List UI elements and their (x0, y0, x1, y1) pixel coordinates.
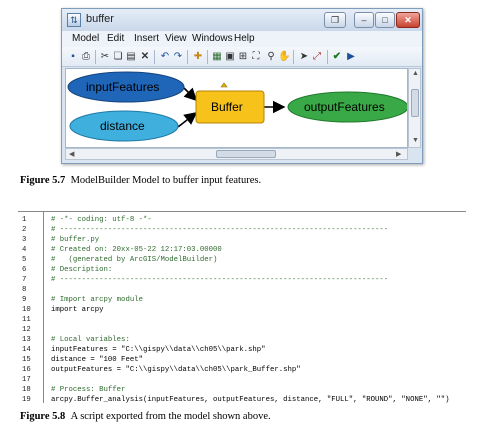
figure-5-7-label: Figure 5.7 (20, 175, 66, 186)
paste-icon[interactable]: ▤ (126, 51, 136, 62)
menu-view[interactable]: View (165, 33, 187, 44)
menu-help[interactable]: Help (234, 33, 255, 44)
undo-icon[interactable]: ↶ (160, 51, 170, 62)
cut-icon[interactable]: ✂ (100, 51, 110, 62)
maximize-button[interactable]: □ (375, 12, 395, 28)
output-features-node[interactable] (287, 91, 408, 123)
pan-icon[interactable]: ✋ (278, 51, 291, 62)
line-number: 8 (22, 286, 27, 294)
line-number: 11 (22, 316, 31, 324)
distance-connector (177, 112, 198, 128)
tool-wrench-icon (220, 82, 228, 88)
scroll-left-icon[interactable]: ◀ (69, 151, 75, 158)
code-line: arcpy.Buffer_analysis(inputFeatures, out… (51, 396, 450, 404)
scroll-down-icon[interactable]: ▼ (412, 137, 419, 144)
figure-5-7-text: ModelBuilder Model to buffer input featu… (70, 175, 262, 186)
toolbar: ▪ ⎙ ✂ ❏ ▤ ✕ ↶ ↷ ✚ ▦ ▣ ⊞ ⛶ ⚲ ✋ ➤ ⤢ ✔ ▶ (62, 47, 422, 67)
input-features-node[interactable] (67, 71, 185, 103)
minimize-button[interactable]: – (354, 12, 374, 28)
line-number: 15 (22, 356, 31, 364)
line-number: 3 (22, 236, 27, 244)
horizontal-scroll-thumb[interactable] (216, 150, 276, 158)
buffer-tool-label: Buffer (211, 100, 243, 114)
copy-icon[interactable]: ❏ (113, 51, 123, 62)
delete-icon[interactable]: ✕ (140, 51, 150, 62)
code-line: outputFeatures = "C:\\gispy\\data\\ch05\… (51, 366, 301, 374)
code-listing: 1 2 3 4 5 6 7 8 9 10 11 12 13 14 15 16 1… (18, 211, 466, 404)
distance-label: distance (100, 119, 145, 133)
code-line: # (generated by ArcGIS/ModelBuilder) (51, 256, 218, 264)
select-pointer-icon[interactable]: ➤ (299, 51, 309, 62)
vertical-scrollbar[interactable]: ▲ ▼ (408, 68, 421, 148)
save-icon[interactable]: ▪ (71, 51, 75, 62)
full-extent-icon[interactable]: ▣ (225, 51, 235, 62)
zoom-icon[interactable]: ⚲ (267, 51, 275, 62)
line-number-gutter: 1 2 3 4 5 6 7 8 9 10 11 12 13 14 15 16 1… (18, 212, 44, 404)
output-features-label: outputFeatures (304, 100, 385, 114)
validate-icon[interactable]: ✔ (332, 51, 342, 62)
model-canvas[interactable]: inputFeatures distance Buffer outputFeat… (65, 68, 408, 148)
line-number: 5 (22, 256, 27, 264)
code-line: # -*- coding: utf-8 -*- (51, 216, 152, 224)
title-bar: ⇅ buffer ❐ – □ ✕ (62, 9, 422, 31)
line-number: 6 (22, 266, 27, 274)
menu-bar: Model Edit Insert View Windows Help (62, 31, 422, 47)
line-number: 9 (22, 296, 27, 304)
window-title: buffer (86, 13, 114, 25)
modelbuilder-window: ⇅ buffer ❐ – □ ✕ Model Edit Insert View … (61, 8, 423, 164)
buffer-tool-node[interactable] (195, 90, 265, 124)
code-line: # --------------------------------------… (51, 276, 389, 284)
run-icon[interactable]: ▶ (347, 51, 355, 62)
restore-icon[interactable]: ❐ (324, 12, 346, 28)
code-line: # Local variables: (51, 336, 130, 344)
line-number: 10 (22, 306, 31, 314)
line-number: 13 (22, 336, 31, 344)
input-connector (183, 87, 198, 102)
distance-node[interactable] (69, 110, 179, 142)
figure-5-8-text: A script exported from the model shown a… (70, 411, 271, 422)
line-number: 14 (22, 346, 31, 354)
add-data-icon[interactable]: ✚ (193, 51, 203, 62)
auto-layout-icon[interactable]: ▦ (212, 51, 222, 62)
connect-icon[interactable]: ⤢ (313, 51, 321, 62)
menu-model[interactable]: Model (72, 33, 100, 44)
line-number: 12 (22, 326, 31, 334)
code-line: inputFeatures = "C:\\gispy\\data\\ch05\\… (51, 346, 266, 354)
redo-icon[interactable]: ↷ (173, 51, 183, 62)
input-features-label: inputFeatures (86, 80, 160, 94)
line-number: 18 (22, 386, 31, 394)
code-line: distance = "100 Feet" (51, 356, 143, 364)
line-number: 4 (22, 246, 27, 254)
code-line: # Description: (51, 266, 113, 274)
line-number: 19 (22, 396, 31, 404)
close-button[interactable]: ✕ (396, 12, 420, 28)
horizontal-scrollbar[interactable]: ◀ ▶ (65, 148, 408, 160)
print-icon[interactable]: ⎙ (82, 51, 90, 62)
code-line: # buffer.py (51, 236, 100, 244)
code-line: # --------------------------------------… (51, 226, 389, 234)
figure-5-8-label: Figure 5.8 (20, 411, 66, 422)
scroll-up-icon[interactable]: ▲ (412, 70, 419, 77)
fit-view-icon[interactable]: ⛶ (252, 51, 260, 62)
line-number: 1 (22, 216, 27, 224)
fixed-zoom-icon[interactable]: ⊞ (238, 51, 248, 62)
figure-5-8-caption: Figure 5.8 A script exported from the mo… (20, 411, 271, 422)
code-line: import arcpy (51, 306, 104, 314)
menu-windows[interactable]: Windows (192, 33, 233, 44)
code-line: # Import arcpy module (51, 296, 143, 304)
menu-insert[interactable]: Insert (134, 33, 160, 44)
code-line: # Process: Buffer (51, 386, 126, 394)
scroll-right-icon[interactable]: ▶ (396, 151, 402, 158)
vertical-scroll-thumb[interactable] (411, 89, 419, 117)
modelbuilder-app-icon: ⇅ (67, 13, 81, 27)
model-diagram (67, 71, 408, 142)
menu-edit[interactable]: Edit (107, 33, 125, 44)
line-number: 17 (22, 376, 31, 384)
code-line: # Created on: 20xx-05-22 12:17:03.00000 (51, 246, 222, 254)
line-number: 16 (22, 366, 31, 374)
line-number: 7 (22, 276, 27, 284)
figure-5-7-caption: Figure 5.7 ModelBuilder Model to buffer … (20, 175, 261, 186)
line-number: 2 (22, 226, 27, 234)
